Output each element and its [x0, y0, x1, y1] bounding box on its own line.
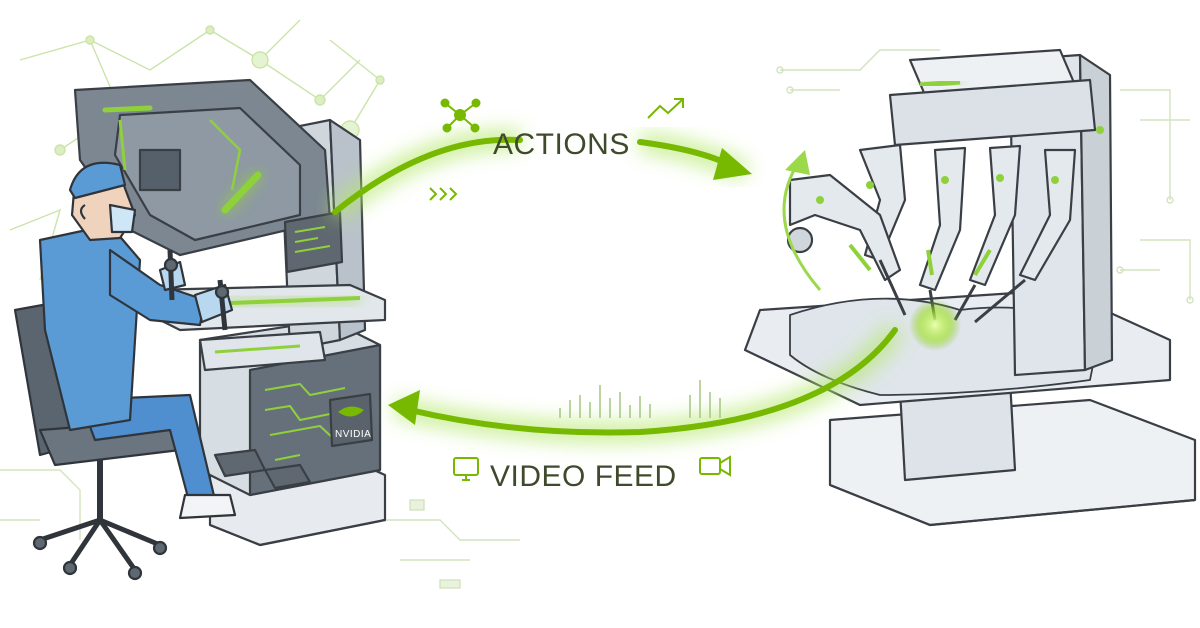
monitor-icon [453, 457, 479, 481]
actions-label: ACTIONS [493, 128, 630, 161]
surgical-site-spark [909, 299, 961, 351]
flow-chevrons [429, 187, 458, 201]
network-nodes-icon [440, 98, 481, 133]
video-camera-icon [699, 455, 731, 477]
video-feed-arrow [388, 327, 898, 436]
console-brand-label: NVIDIA [335, 429, 371, 440]
video-waveform [559, 380, 721, 418]
surgeon-figure [13, 161, 237, 581]
background-circuit-right [776, 49, 1194, 304]
robot-loop-arc [782, 159, 822, 291]
trend-arrow-icon [647, 98, 684, 119]
background-network-decor [9, 19, 385, 281]
video-feed-label: VIDEO FEED [490, 460, 677, 493]
actions-arrow [332, 136, 752, 215]
background-circuit-bottom-left [0, 469, 520, 589]
surgical-robot [743, 48, 1197, 527]
